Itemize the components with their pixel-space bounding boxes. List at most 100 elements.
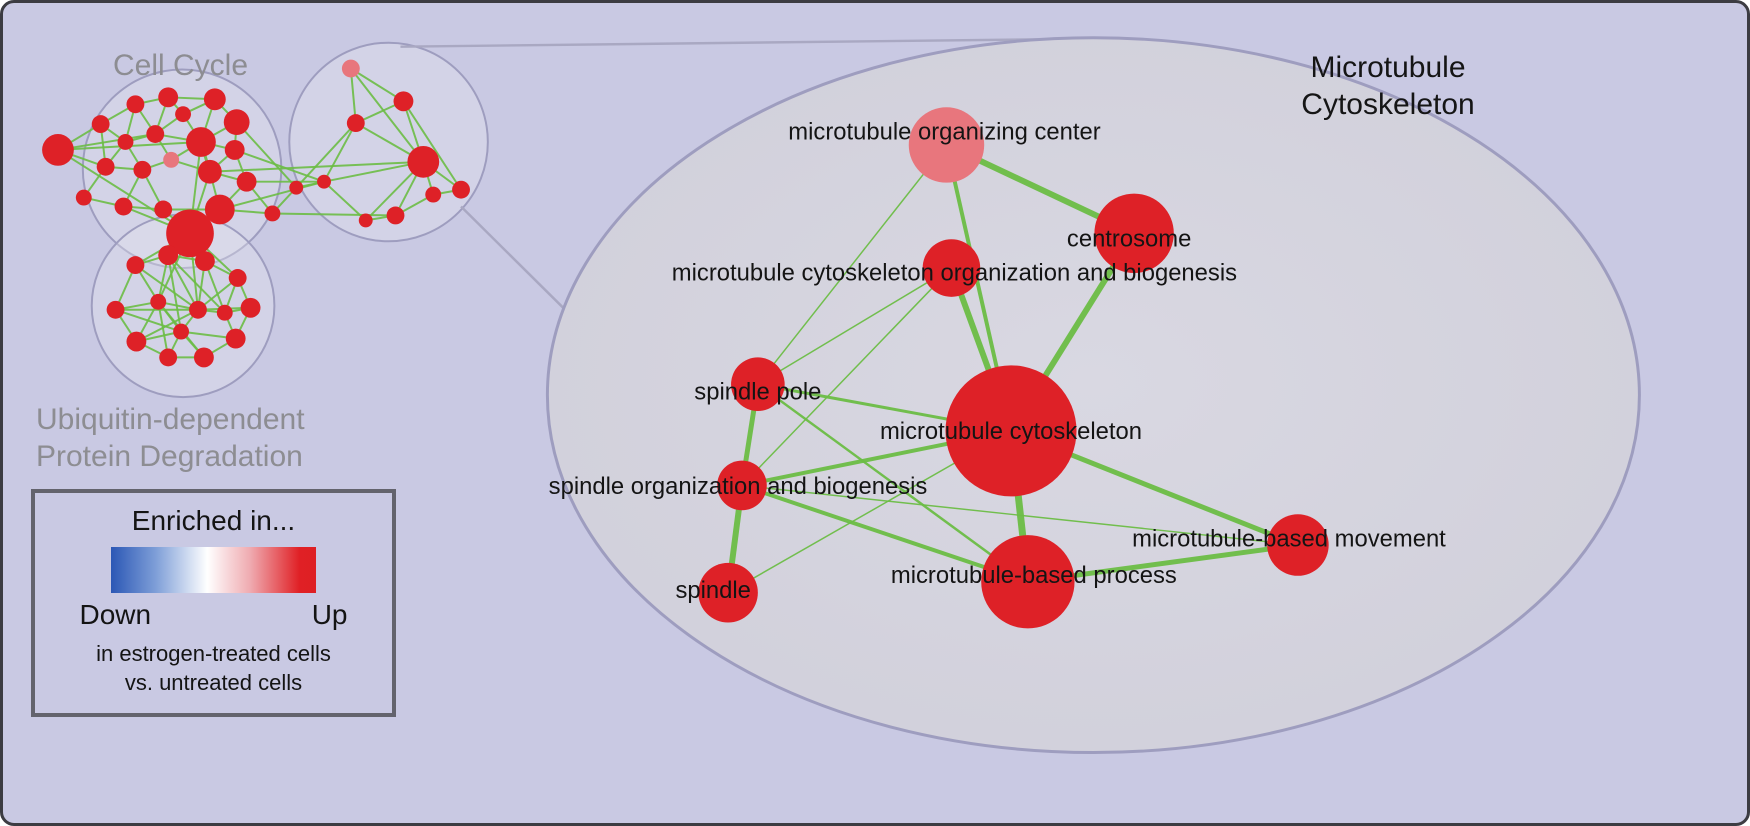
zoom-connector-line [460,205,576,320]
zoom-edge-mcob-sob [741,267,952,486]
overview-node-c10 [106,300,125,319]
zoom-node-label-spindle: spindle [675,577,750,604]
overview-edge [402,100,462,191]
zoom-node-label-mbp: microtubule-based process [891,562,1177,589]
cell-cycle-cluster-label: Cell Cycle [113,49,249,82]
overview-edge [235,121,297,189]
overview-node-c9 [126,331,147,352]
legend-down-label: Down [79,599,152,630]
zoom-node-label-spindle_pole: spindle pole [694,378,821,405]
overview-node-b5 [452,180,470,199]
overview-edge [350,67,404,103]
legend-gradient-bar [111,547,316,593]
zoom-node-spindle [698,562,758,623]
overview-node-c5 [240,297,261,318]
overview-node-b8 [317,174,331,189]
overview-node-c11 [150,293,167,310]
overview-node-a10 [186,127,216,157]
overview-edge [157,301,170,358]
overview-node-a12 [163,151,180,168]
legend-axis-labels: Down Up [80,599,348,631]
overview-node-b7 [386,206,405,225]
microtubule-cytoskeleton-title: Microtubule Cytoskeleton [1293,49,1483,123]
overview-edge [134,264,199,311]
overview-node-b2 [393,91,414,112]
overview-node-a13 [96,157,115,176]
overview-edge [323,122,357,183]
overview-node-b1 [341,59,360,78]
overview-node-c4 [228,269,247,287]
overview-edge [167,254,199,311]
overview-node-a23 [289,180,304,195]
overview-node-b3 [346,114,365,133]
overview-edge [272,212,396,217]
overview-edge [57,149,191,235]
zoom-node-label-mcob: microtubule cytoskeleton organization an… [672,259,1237,286]
zoom-edge-sob-mbp [741,483,1029,584]
zoom-node-centrosome [1094,193,1174,274]
zoom-ellipse [545,36,1641,755]
overview-node-c8 [159,348,178,367]
legend-caption: in estrogen-treated cells vs. untreated … [35,639,392,697]
zoom-node-spindle_pole [731,357,785,412]
overview-node-c7 [193,347,214,368]
overview-edge [57,133,156,151]
overview-node-c12 [189,300,207,319]
overview-node-a1 [42,134,74,166]
overview-edge [234,148,325,183]
overview-node-a8 [117,134,134,150]
ubiquitin-cluster-label-line1: Ubiquitin-dependent [36,403,305,436]
overview-node-a17 [75,189,92,206]
zoom-edge-moc-spindle_pole [757,144,948,385]
overview-node-a9 [146,125,165,143]
overview-node-a22 [264,205,281,222]
overview-node-a14 [133,160,152,179]
zoom-node-mc [945,365,1077,497]
microtubule-title-line2: Cytoskeleton [1301,88,1475,121]
zoom-node-label-mbm: microtubule-based movement [1132,525,1446,552]
zoom-node-label-moc: microtubule organizing center [788,118,1100,145]
overview-node-c6 [225,328,246,349]
microtubule-title-line1: Microtubule [1310,51,1466,84]
zoom-node-moc [908,107,985,183]
overview-node-a4 [158,87,179,108]
overview-node-a20 [204,194,235,225]
overview-node-a2 [91,115,110,134]
overview-node-a7 [223,109,250,136]
overview-node-c14 [173,323,190,340]
network-diagram-svg: microtubule organizing center centrosome m… [42,36,1641,755]
zoom-edge-spindle_pole-mbp [757,383,1029,583]
zoom-node-sob [717,460,767,511]
zoom-node-mbm [1267,514,1329,576]
overview-node-a19 [154,200,173,219]
ubiquitin-cluster-label-line2: Protein Degradation [36,440,303,473]
overview-node-b6 [425,186,442,203]
zoom-node-mbp [981,535,1075,629]
legend: Enriched in... Down Up in estrogen-treat… [31,489,396,717]
overview-node-c13 [216,304,233,321]
overview-node-c2 [158,245,179,266]
legend-title: Enriched in... [131,505,296,536]
overview-node-a16 [236,171,257,192]
overview-node-a11 [224,139,245,160]
overview-node-b9 [358,213,373,228]
overview-edge [295,122,357,189]
overview-edge [135,308,199,343]
overview-node-a6 [203,88,226,111]
overview-edge [167,254,226,314]
overview-node-a21 [166,209,214,258]
zoom-connector-line [400,37,1092,48]
overview-node-a3 [126,95,145,114]
zoom-node-label-centrosome: centrosome [1067,226,1191,253]
legend-up-label: Up [311,599,348,630]
legend-caption-line2: vs. untreated cells [124,670,303,695]
overview-edge [349,68,357,124]
ubiquitin-cluster-label: Ubiquitin-dependent Protein Degradation [36,401,305,475]
overview-edge [115,308,182,333]
zoom-edge-mcob-spindle_pole [757,267,952,385]
overview-node-c1 [126,256,145,275]
overview-edge [323,180,367,222]
zoom-node-label-mc: microtubule cytoskeleton [880,418,1142,445]
zoom-node-mcob [922,239,981,297]
